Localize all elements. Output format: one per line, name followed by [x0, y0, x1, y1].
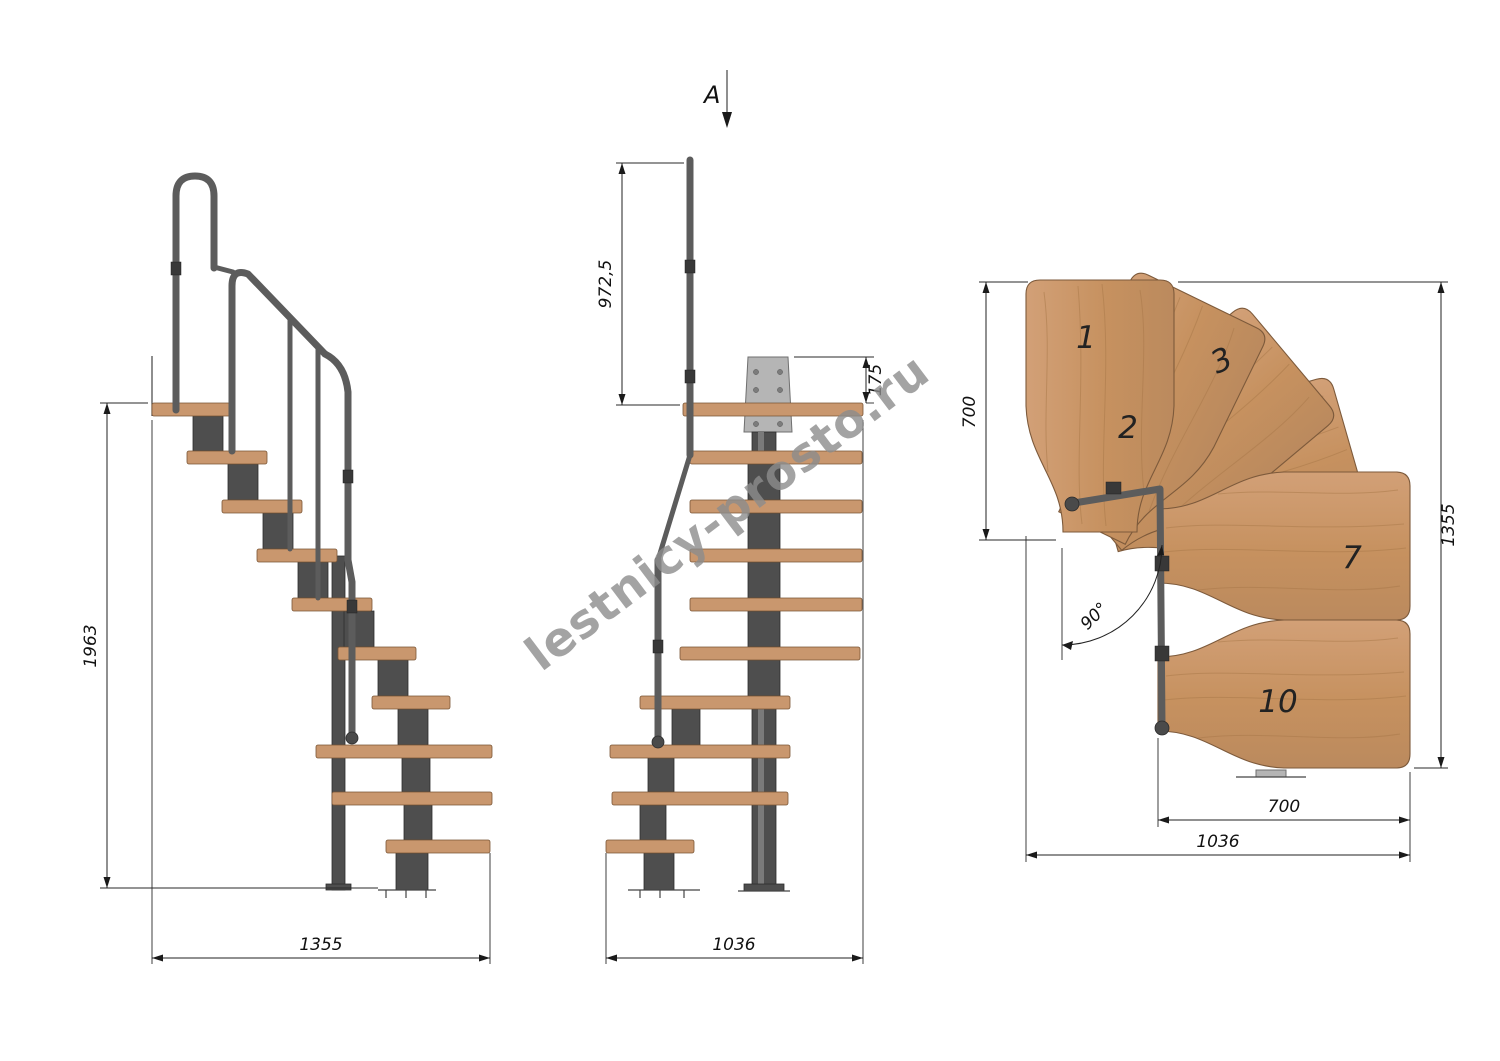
side-center-pole	[325, 555, 352, 891]
dim-plan-length: 1355	[1439, 503, 1459, 546]
plan-view: 1 2 3 7 10 700	[960, 268, 1459, 862]
section-arrow: A	[702, 70, 732, 128]
section-label: A	[702, 81, 720, 109]
plan-tread-numbers: 1 2 3 7 10	[1076, 320, 1362, 720]
plan-dim-depth: 700	[960, 281, 1056, 541]
front-elevation-view: A	[596, 70, 886, 964]
dim-plate-height: 175	[866, 364, 886, 396]
dim-front-width: 1036	[712, 935, 755, 955]
watermark: lestnicy-prosto.ru	[515, 343, 940, 682]
dim-side-width: 1355	[299, 935, 342, 955]
dim-plan-width: 1036	[1196, 832, 1239, 852]
front-dim-rail-height: 972,5	[596, 162, 684, 406]
side-dim-width: 1355	[151, 420, 491, 964]
tread-number-10: 10	[1258, 684, 1297, 720]
handrail-loop	[172, 172, 218, 414]
dim-turn-angle: 90°	[1077, 599, 1112, 634]
tread-number-1: 1	[1076, 320, 1096, 356]
tread-number-7: 7	[1342, 540, 1362, 576]
plan-base-plate	[1236, 769, 1306, 778]
handrail-diagonal	[228, 269, 329, 455]
tread-number-2: 2	[1118, 410, 1138, 446]
front-handrail	[651, 156, 696, 749]
front-treads	[605, 402, 864, 854]
front-dim-plate: 175	[794, 356, 886, 404]
dim-rail-height: 972,5	[596, 260, 616, 309]
plan-handrail	[1064, 481, 1170, 736]
plan-dim-total-length: 1355	[1178, 281, 1459, 769]
side-dim-height: 1963	[81, 402, 378, 889]
plan-dim-total-width: 1036	[1025, 536, 1410, 862]
side-elevation-view: 1963 1355	[81, 172, 493, 964]
plan-dim-angle: 90°	[1061, 544, 1164, 660]
front-dim-width: 1036	[605, 420, 864, 964]
front-mount-plate	[743, 356, 793, 433]
side-treads	[151, 402, 493, 854]
plan-dim-flight-width: 700	[1157, 738, 1411, 862]
dim-side-height: 1963	[81, 624, 101, 667]
dim-plan-depth: 700	[960, 396, 980, 428]
dim-plan-run: 700	[1268, 797, 1300, 817]
handrail-lower	[321, 350, 356, 739]
side-handrail	[170, 172, 359, 745]
